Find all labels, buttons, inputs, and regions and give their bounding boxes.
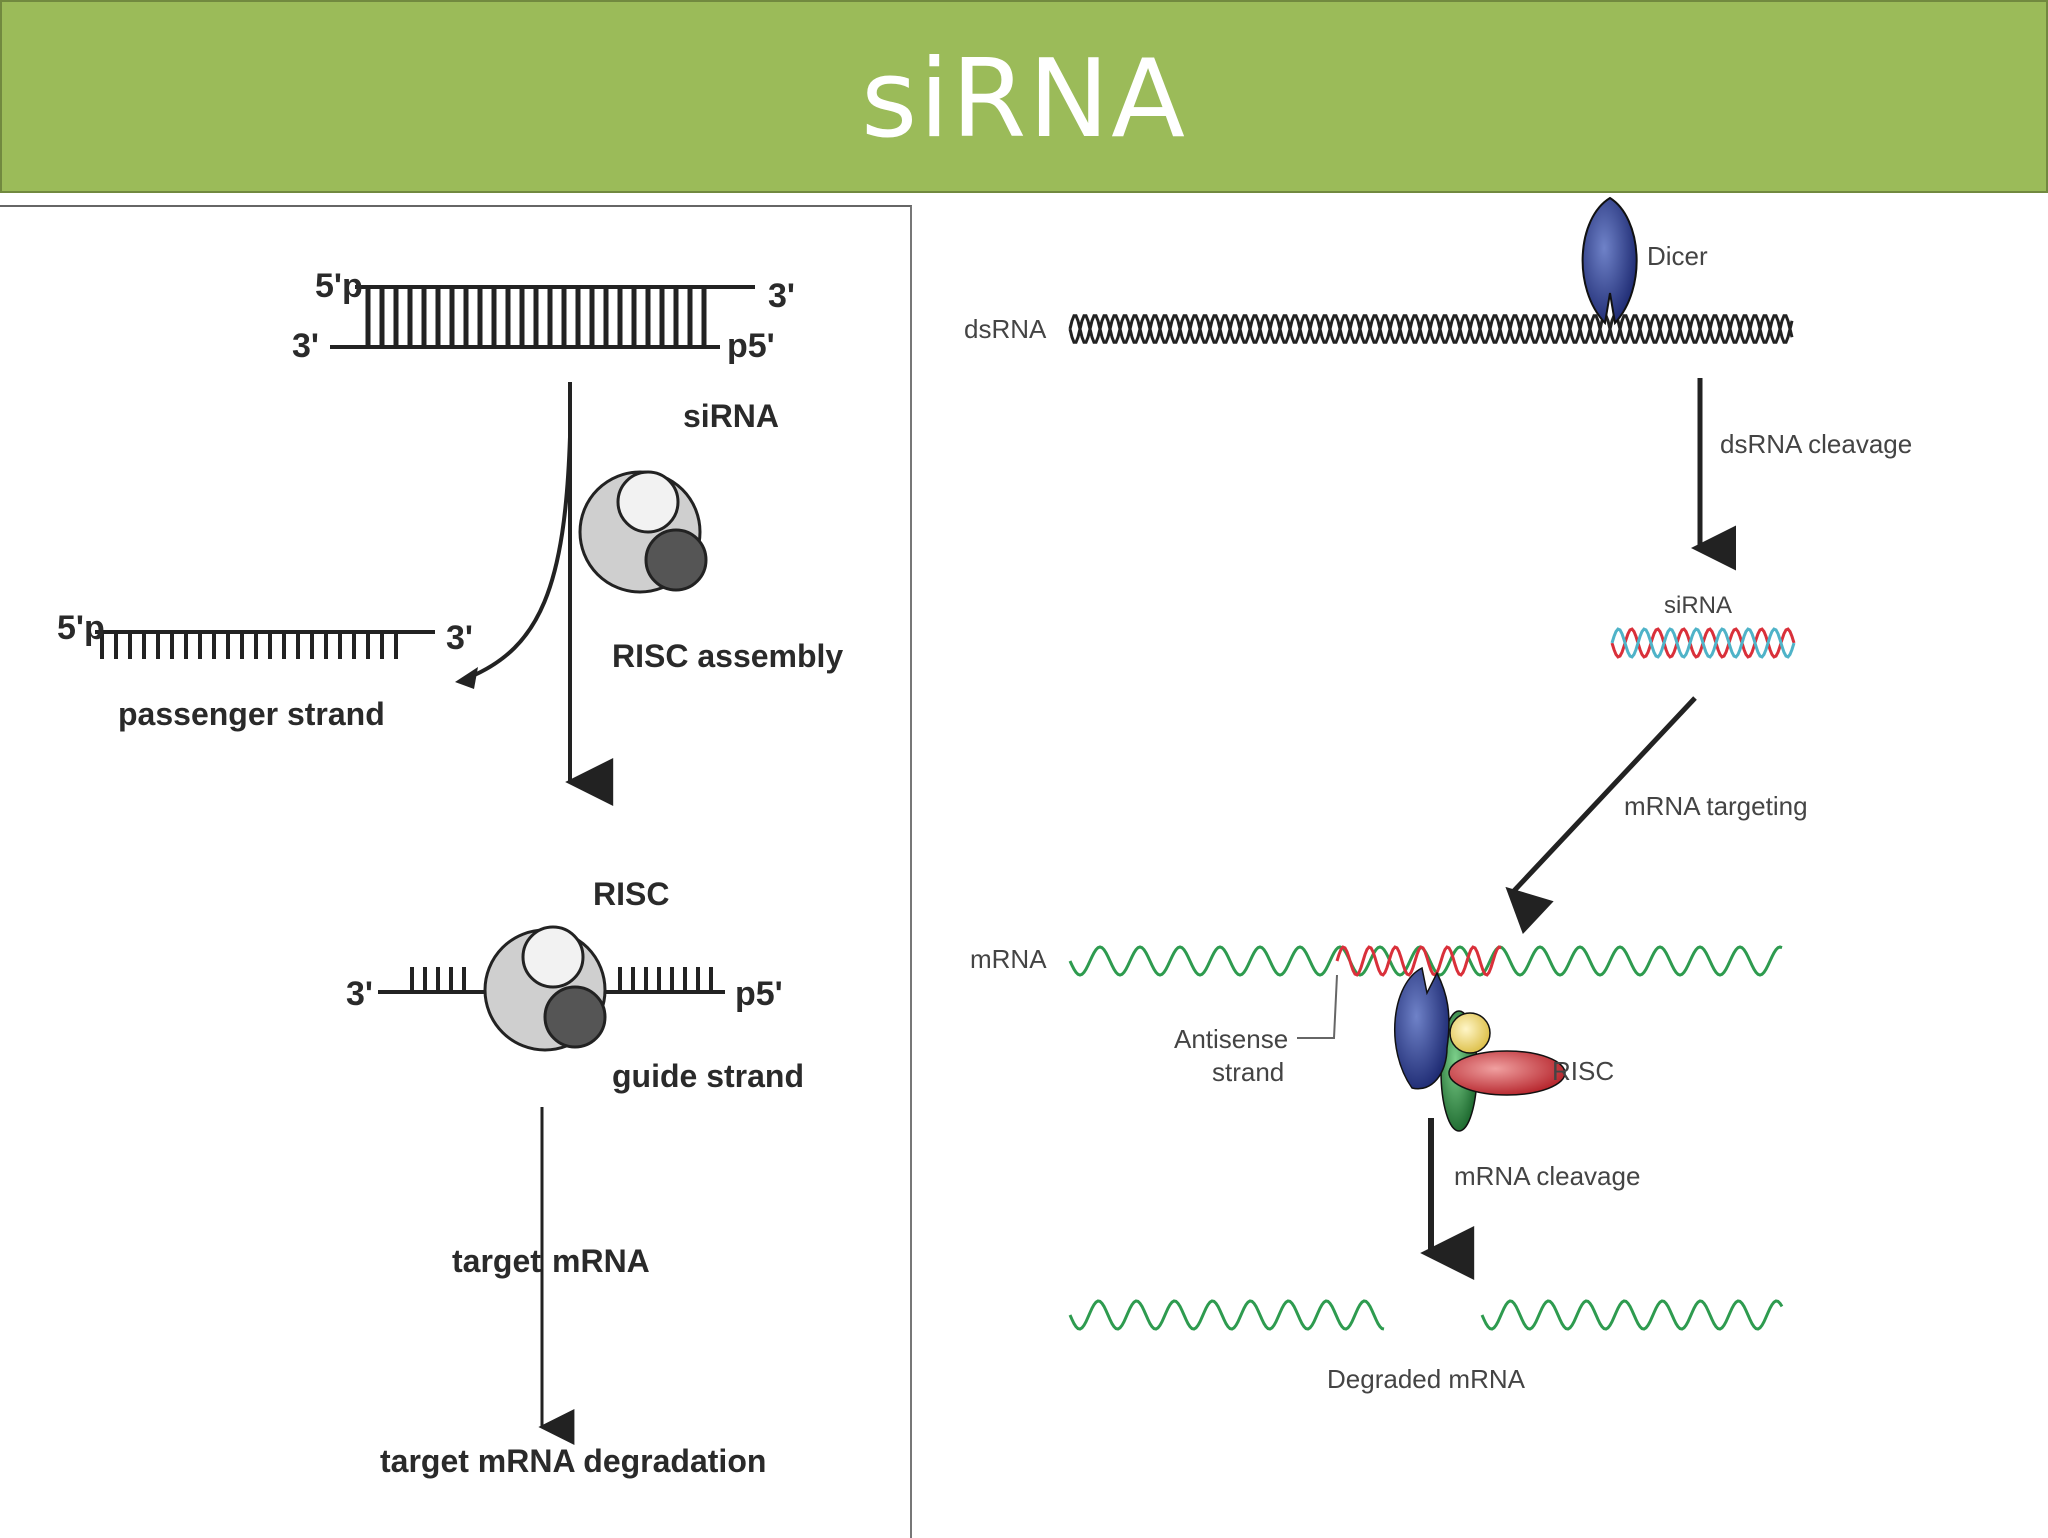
antisense-pointer-line [1297,974,1338,1039]
slide-title: siRNA [861,37,1187,162]
degraded-mrna-fragments [1068,1299,1784,1331]
guide-p5-label: p5' [735,975,783,1013]
passenger-strand-line [95,630,435,659]
mrna-label: mRNA [970,944,1047,974]
dicer-enzyme-icon [1581,196,1638,326]
risc-protein-complex-icon [1394,966,1566,1132]
mrna-cleavage-label: mRNA cleavage [1454,1161,1640,1191]
risc-assembly-label: RISC assembly [612,638,843,674]
risc-complex-icon [578,470,708,594]
guide-3p-label: 3' [346,975,373,1013]
dsrna-cleavage-label: dsRNA cleavage [1720,429,1912,459]
antisense-label-line1: Antisense [1174,1024,1288,1054]
duplex-top-3p-label: 3' [768,277,795,315]
degradation-label: target mRNA degradation [380,1443,766,1479]
dsrna-label: dsRNA [964,314,1047,344]
passenger-5p-label: 5'p [57,609,105,647]
title-bar: siRNA [0,0,2048,193]
dsrna-helix [1068,314,1794,344]
duplex-top-5p-label: 5'p [315,267,363,305]
mrna-targeting-label: mRNA targeting [1624,791,1808,821]
sirna-helix [1610,627,1796,659]
passenger-3p-label: 3' [446,619,473,657]
sirna-small-label: siRNA [1664,592,1732,619]
right-diagram: dsRNA Dicer dsRNA cleavage siRNA mRNA ta… [964,196,1912,1394]
passenger-strand-label: passenger strand [118,696,385,732]
target-label: target [452,1243,541,1279]
sirna-duplex [330,285,755,349]
curved-arrow-passenger [469,436,572,679]
mrna-strand [1068,945,1783,977]
target-mrna-label: mRNA [552,1243,650,1279]
duplex-bottom-p5-label: p5' [727,327,775,365]
curved-arrowhead [455,667,478,689]
risc-small-label: RISC [1552,1056,1614,1086]
risc-guide-complex-icon [483,925,607,1052]
sirna-label: siRNA [683,398,779,434]
guide-strand-label: guide strand [612,1058,804,1094]
antisense-label-line2: strand [1212,1057,1284,1087]
duplex-bottom-3p-label: 3' [292,327,319,365]
arrow-mrna-targeting [1505,696,1697,935]
degraded-mrna-label: Degraded mRNA [1327,1364,1526,1394]
left-diagram-panel: 5'p 3' 3' p5' siRNA RISC assembly 5'p 3'… [0,205,912,1538]
dicer-label: Dicer [1647,241,1708,271]
risc-label: RISC [593,876,669,912]
right-diagram-panel: dsRNA Dicer dsRNA cleavage siRNA mRNA ta… [912,193,2048,1536]
left-diagram: 5'p 3' 3' p5' siRNA RISC assembly 5'p 3'… [57,267,843,1479]
